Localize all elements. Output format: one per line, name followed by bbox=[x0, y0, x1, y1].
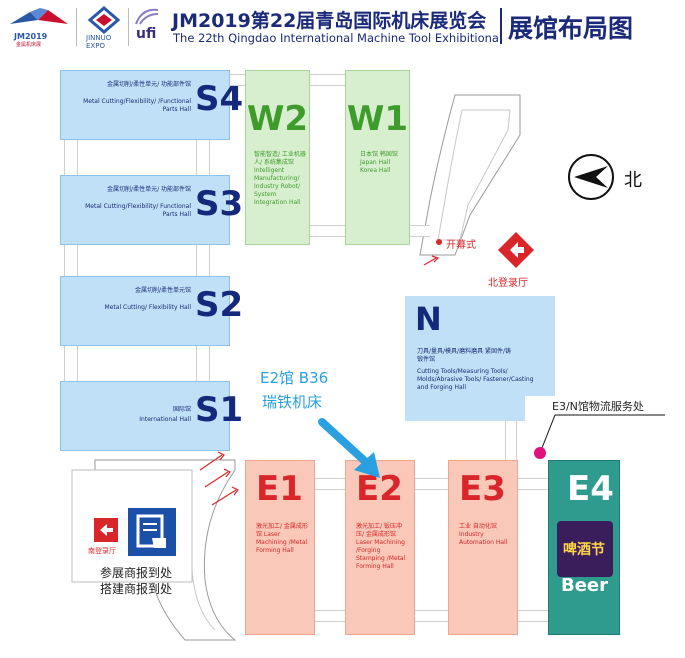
walkway bbox=[518, 478, 548, 490]
hall-w2-code: W2 bbox=[246, 99, 309, 139]
walkway bbox=[196, 245, 210, 276]
hall-s4[interactable]: 金属切削/柔性单元/ 功能部件馆 Metal Cutting/Flexibili… bbox=[60, 70, 243, 140]
walkway bbox=[230, 74, 245, 86]
logistics-label: E3/N馆物流服务处 bbox=[552, 400, 644, 413]
south-registration-label: 南登录厅 bbox=[88, 547, 116, 555]
hall-s3-code: S3 bbox=[195, 184, 244, 224]
hall-e4-beer: Beer bbox=[561, 575, 609, 596]
ufi-logo: ufi bbox=[132, 6, 162, 48]
hall-e4-code: E4 bbox=[567, 469, 614, 509]
walkway bbox=[415, 478, 448, 490]
beer-festival-badge: 啤酒节 bbox=[557, 521, 613, 577]
jm-logo: JM2019 金属机床展 bbox=[8, 6, 70, 48]
header-divider bbox=[128, 8, 129, 46]
hall-e1-code: E1 bbox=[256, 469, 303, 509]
hall-s2-cn: 金属切削/柔性单元馆 bbox=[134, 287, 191, 294]
hall-w2-text: 智能智造/ 工业机器人/ 系统集成馆 Intelligent Manufactu… bbox=[254, 151, 306, 206]
hall-w1[interactable]: W1 日本馆 韩国馆 Japan Hall Korea Hall bbox=[345, 70, 410, 245]
hall-e4[interactable]: E4 啤酒节 Beer bbox=[548, 460, 620, 635]
walkway bbox=[196, 346, 210, 381]
header-divider bbox=[76, 8, 77, 46]
beer-festival-text: 啤酒节 bbox=[563, 542, 605, 558]
walkway bbox=[196, 140, 210, 175]
walkway bbox=[64, 140, 78, 175]
hall-n-shape bbox=[405, 296, 555, 421]
jm-logo-sub: 金属机床展 bbox=[16, 42, 42, 48]
hall-e2[interactable]: E2 激光加工/ 钣压冲压/ 金属成形馆 Laser Machining /Fo… bbox=[345, 460, 415, 635]
walkway bbox=[64, 346, 78, 381]
walkway bbox=[505, 421, 517, 460]
hall-w2[interactable]: W2 智能智造/ 工业机器人/ 系统集成馆 Intelligent Manufa… bbox=[245, 70, 310, 245]
exhibitor-registration-label: 参展商报到处 bbox=[100, 566, 173, 580]
hall-e2-text: 激光加工/ 钣压冲压/ 金属成形馆 Laser Machining /Forgi… bbox=[356, 523, 406, 570]
south-registration-icon bbox=[94, 518, 118, 542]
booth-annotation-line2: 瑞铁机床 bbox=[262, 393, 323, 411]
hall-s3[interactable]: 金属切削/柔性单元/ 功能部件馆 Metal Cutting/Flexibili… bbox=[60, 175, 243, 245]
expo-logo-text: JINNUO EXPO bbox=[86, 34, 112, 50]
registration-desk-icon bbox=[128, 508, 176, 556]
hall-n-cn: 刀具/量具/模具/磨料磨具 紧固件/铸锻件馆 bbox=[417, 348, 511, 363]
hall-n-en: Cutting Tools/Measuring Tools/ Molds/Abr… bbox=[417, 368, 534, 391]
opening-marker bbox=[436, 239, 442, 245]
hall-s3-cn: 金属切削/柔性单元/ 功能部件馆 bbox=[107, 186, 191, 193]
walkway bbox=[315, 610, 345, 622]
walkway bbox=[415, 610, 448, 622]
hall-n[interactable]: N 刀具/量具/模具/磨料磨具 紧固件/铸锻件馆 Cutting Tools/M… bbox=[405, 296, 555, 421]
header: JM2019 金属机床展 JINNUO EXPO ufi JM2019第22届青… bbox=[0, 0, 685, 52]
hall-s2[interactable]: 金属切削/柔性单元馆 Metal Cutting/ Flexibility Ha… bbox=[60, 276, 243, 346]
page-title-cn: JM2019第22届青岛国际机床展览会 bbox=[172, 10, 487, 32]
hall-s2-code: S2 bbox=[195, 285, 244, 325]
hall-n-code: N bbox=[415, 300, 442, 338]
compass-north-label: 北 bbox=[624, 170, 642, 191]
page-title-layout: 展馆布局图 bbox=[508, 14, 634, 43]
hall-e1-text: 激光加工/ 金属成形馆 Laser Machining /Metal Formi… bbox=[256, 523, 308, 554]
hall-s1-code: S1 bbox=[195, 390, 244, 430]
title-divider bbox=[500, 8, 502, 44]
hall-e1[interactable]: E1 激光加工/ 金属成形馆 Laser Machining /Metal Fo… bbox=[245, 460, 315, 635]
walkway bbox=[64, 245, 78, 276]
hall-e3[interactable]: E3 工业 自动化馆 Industry Automation Hall bbox=[448, 460, 518, 635]
hall-s4-en: Metal Cutting/Flexibility/ /Functional P… bbox=[83, 98, 191, 113]
hall-s1-en: International Hall bbox=[139, 416, 191, 423]
walkway bbox=[310, 225, 345, 237]
walkway bbox=[518, 610, 548, 622]
north-registration-icon bbox=[498, 232, 534, 268]
builder-registration-label: 搭建商报到处 bbox=[100, 582, 173, 596]
north-registration-label: 北登录厅 bbox=[488, 278, 528, 289]
hall-w1-text: 日本馆 韩国馆 Japan Hall Korea Hall bbox=[360, 151, 398, 174]
jm-logo-year: JM2019 bbox=[14, 32, 48, 41]
walkway bbox=[410, 225, 430, 237]
compass-icon bbox=[568, 154, 614, 200]
hall-s4-cn: 金属切削/柔性单元/ 功能部件馆 bbox=[107, 81, 191, 88]
page-title-en: The 22th Qingdao International Machine T… bbox=[173, 31, 503, 45]
walkway bbox=[315, 478, 345, 490]
hall-s2-en: Metal Cutting/ Flexibility Hall bbox=[104, 304, 191, 311]
hall-e3-text: 工业 自动化馆 Industry Automation Hall bbox=[459, 523, 508, 546]
opening-ceremony-label: 开幕式 bbox=[446, 240, 476, 251]
jinnuo-expo-logo: JINNUO EXPO bbox=[84, 6, 124, 50]
hall-s1-cn: 国际馆 bbox=[172, 406, 191, 413]
hall-e3-code: E3 bbox=[459, 469, 506, 509]
booth-pointer-arrow bbox=[318, 418, 380, 478]
ufi-text: ufi bbox=[136, 26, 157, 42]
hall-s1[interactable]: 国际馆 International Hall S1 bbox=[60, 381, 243, 451]
hall-s3-en: Metal Cutting/Flexibility/ Functional Pa… bbox=[85, 203, 191, 218]
booth-annotation-line1: E2馆 B36 bbox=[260, 369, 329, 387]
hall-w1-code: W1 bbox=[346, 99, 409, 139]
logistics-pointer bbox=[534, 414, 665, 459]
walkway bbox=[310, 74, 345, 86]
